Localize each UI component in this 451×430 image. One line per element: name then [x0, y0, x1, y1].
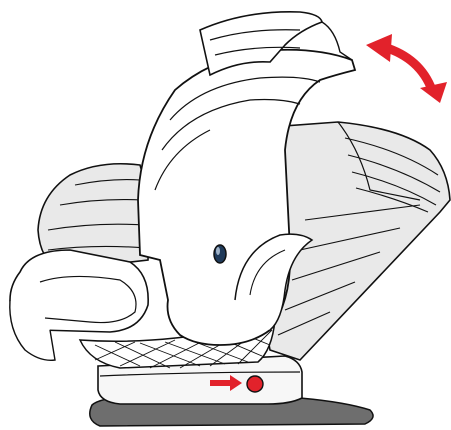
blue-oval-marker-icon [214, 245, 226, 263]
red-circle-button-icon[interactable] [247, 376, 263, 392]
marker-highlight [216, 247, 220, 255]
curved-double-arrow-icon [366, 34, 447, 103]
